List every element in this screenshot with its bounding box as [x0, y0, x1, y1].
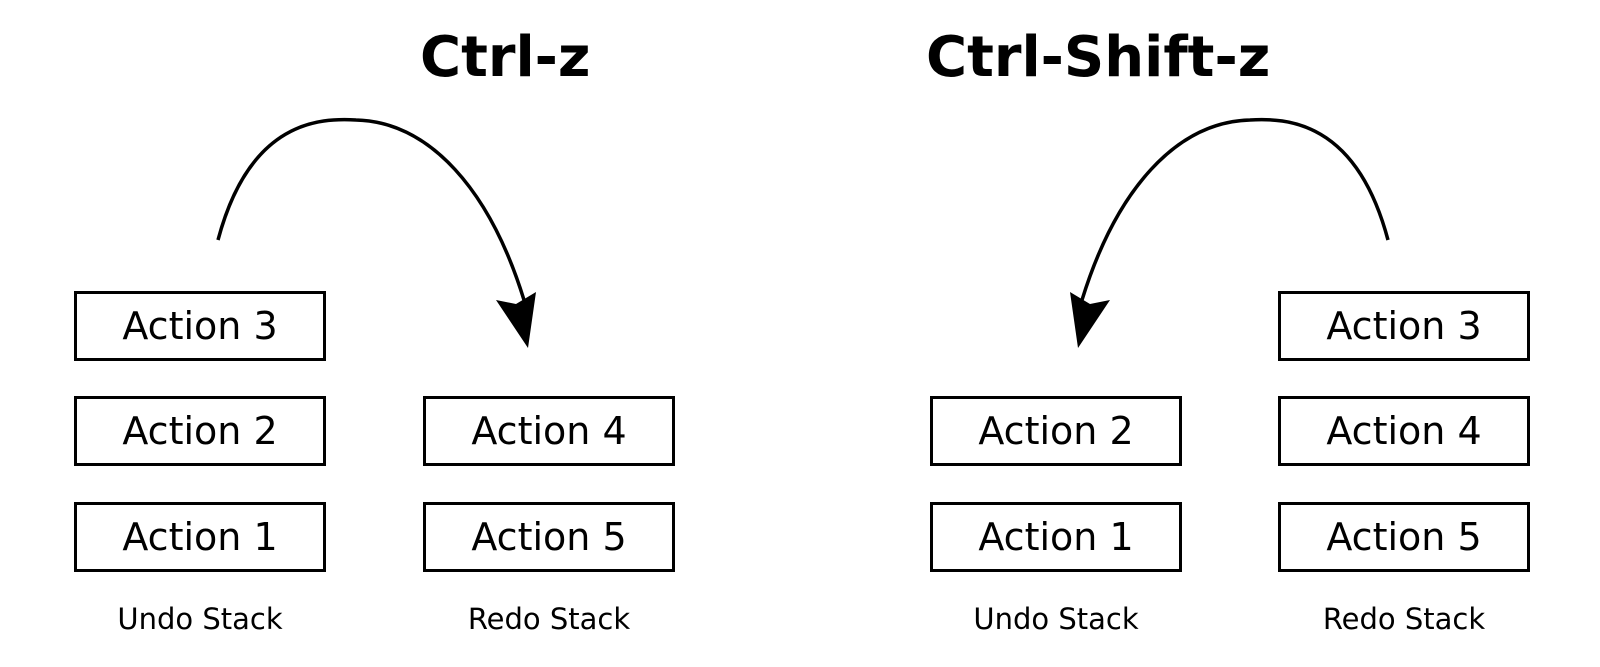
undo-move-arrow-curve	[216, 117, 526, 301]
undo-stack-item: Action 2	[74, 396, 326, 466]
panel-title-ctrl-shift-z: Ctrl-Shift-z	[926, 25, 1271, 90]
redo-move-arrow-curve	[1080, 117, 1390, 301]
undo-stack-item: Action 2	[930, 396, 1182, 466]
undo-stack-label: Undo Stack	[973, 602, 1139, 636]
redo-stack-item: Action 3	[1278, 291, 1530, 361]
undo-stack-item: Action 3	[74, 291, 326, 361]
redo-stack-item: Action 4	[423, 396, 675, 466]
redo-stack-label: Redo Stack	[1322, 602, 1486, 636]
undo-move-arrowhead	[496, 292, 536, 348]
undo-stack-item: Action 1	[74, 502, 326, 572]
undo-stack-item: Action 1	[930, 502, 1182, 572]
redo-stack-item: Action 4	[1278, 396, 1530, 466]
redo-stack-item: Action 5	[1278, 502, 1530, 572]
redo-stack-label: Redo Stack	[467, 602, 631, 636]
redo-stack-item: Action 5	[423, 502, 675, 572]
redo-move-arrowhead	[1070, 292, 1110, 348]
undo-stack-label: Undo Stack	[117, 602, 283, 636]
panel-title-ctrl-z: Ctrl-z	[420, 25, 591, 90]
